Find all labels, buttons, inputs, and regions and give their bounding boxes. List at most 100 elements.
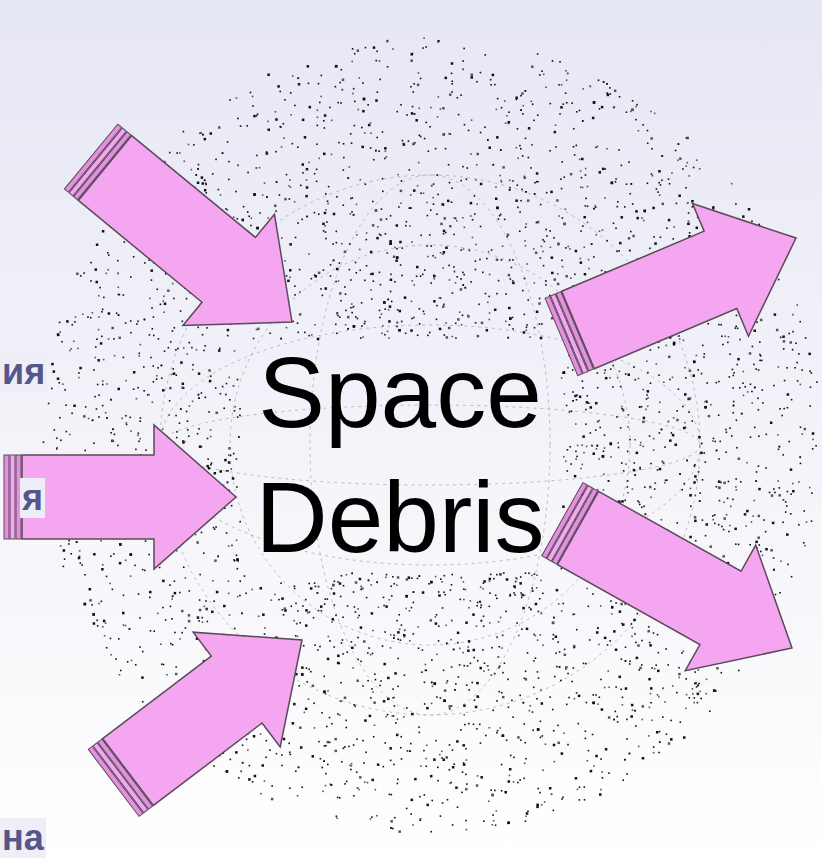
debris-dot — [84, 603, 87, 606]
debris-dot — [419, 575, 421, 577]
debris-dot — [595, 755, 598, 758]
debris-dot — [524, 176, 526, 178]
debris-dot — [305, 624, 308, 627]
debris-dot — [786, 533, 789, 536]
debris-dot — [621, 406, 623, 408]
debris-dot — [626, 773, 628, 775]
debris-dot — [347, 605, 349, 607]
debris-dot — [325, 287, 328, 290]
debris-dot — [649, 486, 652, 489]
debris-dot — [408, 207, 410, 209]
debris-dot — [228, 454, 230, 456]
debris-dot — [367, 104, 369, 106]
debris-dot — [455, 786, 458, 789]
debris-dot — [596, 448, 598, 450]
debris-dot — [465, 820, 467, 822]
debris-dot — [435, 576, 437, 578]
debris-dot — [383, 766, 385, 768]
debris-dot — [590, 86, 592, 88]
debris-dot — [308, 162, 310, 164]
debris-dot — [330, 264, 332, 266]
debris-dot — [463, 588, 465, 590]
debris-dot — [431, 800, 433, 802]
debris-dot — [566, 704, 568, 706]
debris-dot — [284, 198, 287, 201]
debris-dot — [425, 46, 427, 48]
debris-dot — [679, 338, 681, 340]
debris-dot — [736, 447, 738, 449]
debris-dot — [397, 779, 399, 781]
debris-dot — [306, 179, 308, 181]
debris-dot — [345, 293, 347, 295]
debris-dot — [360, 269, 362, 271]
debris-dot — [733, 405, 735, 407]
debris-dot — [473, 657, 475, 659]
debris-dot — [320, 758, 322, 760]
debris-dot — [449, 744, 451, 746]
debris-dot — [347, 316, 350, 319]
debris-dot — [504, 662, 506, 664]
debris-dot — [73, 341, 75, 343]
debris-dot — [779, 592, 781, 594]
debris-dot — [516, 147, 518, 149]
debris-dot — [90, 262, 92, 264]
debris-dot — [536, 698, 538, 700]
debris-dot — [449, 782, 451, 784]
debris-dot — [385, 233, 387, 235]
debris-dot — [241, 219, 244, 222]
debris-dot — [253, 115, 256, 118]
debris-dot — [250, 92, 252, 94]
debris-dot — [607, 93, 609, 95]
debris-dot — [443, 251, 446, 254]
debris-dot — [79, 367, 82, 370]
debris-dot — [798, 524, 800, 526]
debris-dot — [502, 734, 505, 737]
debris-dot — [332, 618, 335, 621]
debris-dot — [549, 150, 551, 152]
debris-dot — [242, 762, 244, 764]
debris-dot — [337, 102, 339, 104]
debris-dot — [396, 584, 398, 586]
debris-dot — [545, 284, 547, 286]
debris-dot — [468, 689, 470, 691]
debris-dot — [585, 174, 587, 176]
debris-dot — [356, 738, 358, 740]
debris-dot — [62, 383, 64, 385]
debris-dot — [379, 79, 381, 81]
debris-dot — [593, 208, 595, 210]
debris-dot — [755, 480, 757, 482]
debris-dot — [732, 412, 734, 414]
debris-dot — [297, 222, 299, 224]
debris-dot — [692, 374, 695, 377]
debris-dot — [686, 460, 688, 462]
debris-dot — [396, 111, 398, 113]
debris-dot — [693, 361, 696, 364]
debris-dot — [551, 793, 553, 795]
debris-dot — [304, 136, 307, 139]
debris-dot — [598, 458, 600, 460]
debris-dot — [351, 765, 353, 767]
debris-dot — [518, 635, 520, 637]
debris-dot — [354, 606, 356, 608]
debris-dot — [703, 356, 705, 358]
debris-dot — [356, 234, 358, 236]
debris-dot — [106, 576, 108, 578]
debris-dot — [393, 635, 395, 637]
debris-dot — [479, 724, 481, 726]
debris-dot — [760, 319, 763, 322]
debris-dot — [419, 732, 421, 734]
debris-dot — [592, 117, 595, 120]
debris-dot — [162, 429, 164, 431]
debris-dot — [257, 328, 260, 331]
debris-dot — [526, 628, 529, 631]
debris-dot — [305, 708, 308, 711]
debris-dot — [566, 405, 568, 407]
debris-dot — [137, 435, 139, 437]
debris-dot — [401, 758, 403, 760]
debris-dot — [431, 659, 433, 661]
debris-dot — [357, 318, 359, 320]
debris-dot — [93, 369, 95, 371]
debris-dot — [796, 304, 798, 306]
debris-dot — [440, 223, 443, 226]
debris-dot — [186, 411, 188, 413]
